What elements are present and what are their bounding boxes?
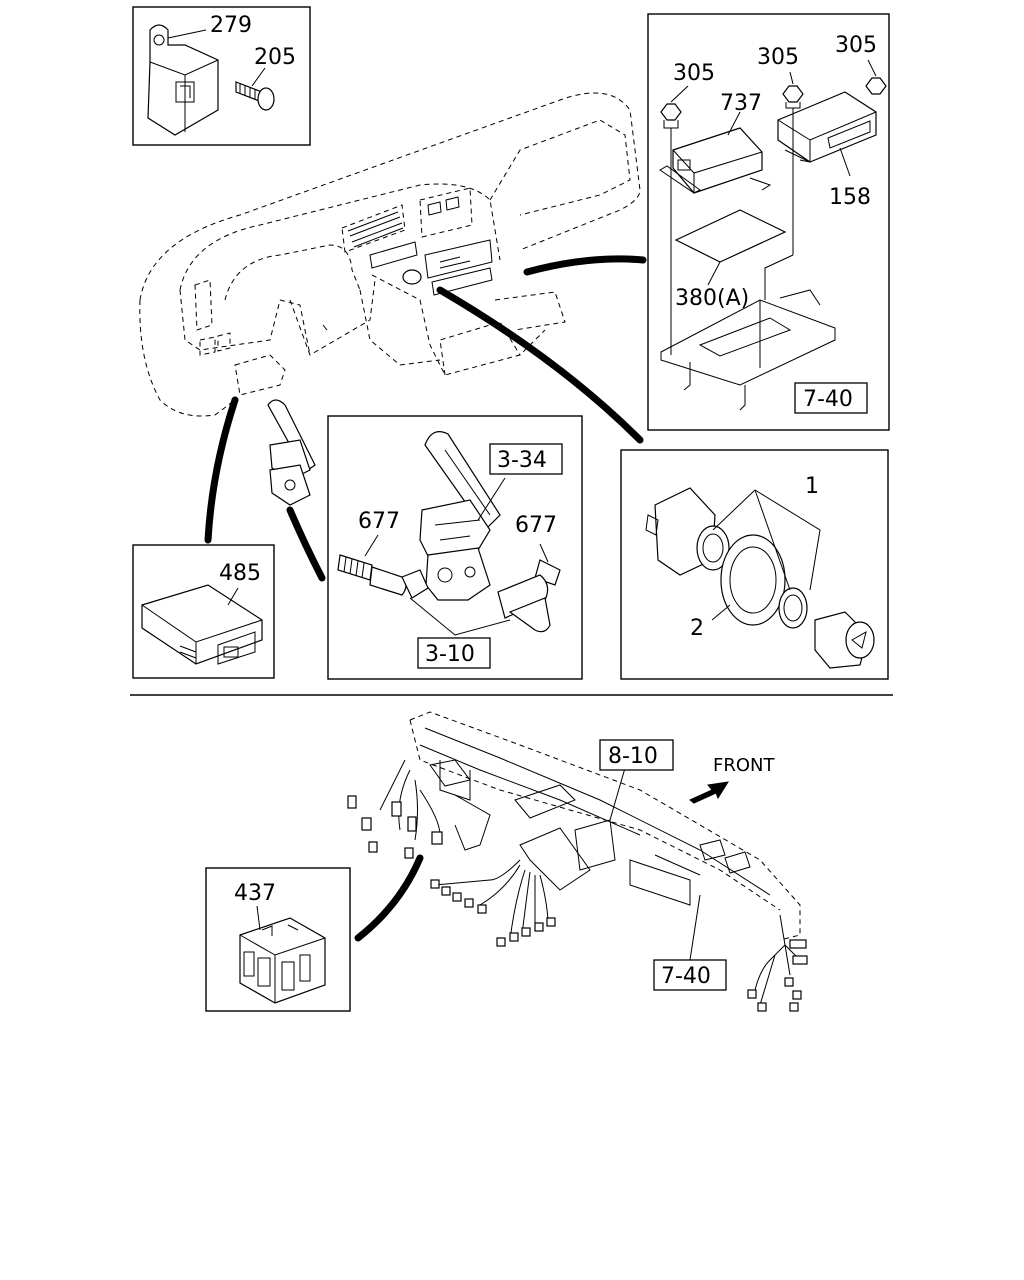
ref-7-40-bottom: 7-40	[661, 964, 711, 989]
leader-to-pedal	[286, 506, 326, 582]
leader-to-485	[204, 396, 239, 544]
label-1: 1	[805, 474, 819, 499]
nut-305-right	[865, 77, 887, 95]
ref-3-34: 3-34	[497, 448, 547, 473]
switch-677-right	[497, 559, 561, 633]
ref-7-40-top: 7-40	[803, 387, 853, 412]
sheet-380a	[674, 209, 787, 263]
front-arrow-icon	[689, 781, 729, 804]
label-485: 485	[219, 561, 261, 586]
accelerator-pedal-small	[267, 399, 316, 506]
lighter-plug	[814, 611, 875, 669]
label-677-left: 677	[358, 509, 400, 534]
label-205: 205	[254, 45, 296, 70]
front-label: FRONT	[713, 755, 775, 776]
ref-8-10: 8-10	[608, 744, 658, 769]
pedal-lever	[419, 431, 501, 601]
nut-305-left	[660, 103, 682, 129]
label-737: 737	[720, 91, 762, 116]
module-485	[141, 584, 263, 665]
leader-to-modules	[523, 255, 647, 276]
inset-accelerator-pedal: 3-34 677 677 3-10	[327, 415, 583, 680]
label-305-left: 305	[673, 61, 715, 86]
lighter-ring-small	[778, 587, 808, 629]
label-380a: 380(A)	[675, 286, 749, 311]
label-305-right: 305	[835, 33, 877, 58]
lighter-socket	[645, 487, 730, 576]
instrument-panel	[139, 92, 641, 417]
module-737	[659, 127, 772, 194]
inset-control-modules: 305 305 305 737 158	[647, 13, 890, 431]
inset-cigar-lighter: 1 2	[620, 449, 889, 680]
label-279: 279	[210, 13, 252, 38]
dashboard-harness	[347, 711, 808, 1012]
label-437: 437	[234, 881, 276, 906]
label-158: 158	[829, 185, 871, 210]
mounting-bracket	[660, 289, 836, 411]
switch-677-left	[337, 554, 429, 599]
leader-to-437	[354, 854, 424, 942]
lighter-ring-2	[720, 534, 786, 626]
connector-437	[239, 917, 326, 1004]
inset-module-485: 485	[132, 544, 275, 679]
nut-305-middle	[782, 85, 804, 109]
label-305-middle: 305	[757, 45, 799, 70]
leader-to-lighter	[436, 286, 644, 444]
ref-3-10: 3-10	[425, 642, 475, 667]
inset-connector-437: 437	[205, 867, 351, 1012]
screw-205	[235, 81, 275, 111]
module-158	[777, 91, 877, 163]
label-2: 2	[690, 616, 704, 641]
inset-bracket-279: 279 205	[132, 6, 311, 146]
label-677-right: 677	[515, 513, 557, 538]
